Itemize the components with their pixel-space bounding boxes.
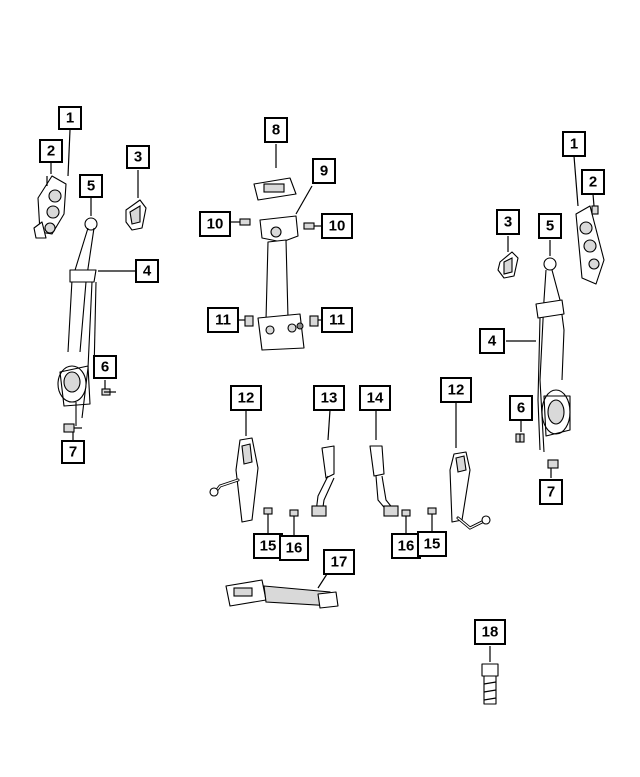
callout-14: 14: [359, 385, 391, 411]
svg-text:2: 2: [47, 143, 55, 160]
svg-text:6: 6: [101, 359, 109, 376]
right-bolt-icon: [515, 433, 525, 443]
right-anchor-bolt-icon: [547, 459, 559, 469]
svg-text:10: 10: [207, 216, 224, 233]
callout-10-right: 10: [321, 213, 353, 239]
buckle-12-left-icon: [209, 437, 259, 523]
callout-2-right: 2: [581, 169, 605, 195]
callout-15-left: 15: [253, 533, 283, 559]
svg-text:13: 13: [321, 390, 338, 407]
svg-text:17: 17: [331, 554, 348, 571]
svg-text:7: 7: [547, 484, 555, 501]
callout-13: 13: [313, 385, 345, 411]
svg-text:5: 5: [87, 178, 95, 195]
callout-3-left: 3: [126, 145, 150, 169]
right-retractor-belt-icon: [535, 257, 571, 453]
center-bezel-icon: [253, 177, 297, 201]
svg-text:8: 8: [272, 122, 280, 139]
bolt-11-right-icon: [309, 315, 322, 327]
callout-6-left: 6: [93, 355, 117, 379]
svg-text:2: 2: [589, 174, 597, 191]
buckle-14-icon: [369, 445, 399, 517]
svg-text:3: 3: [134, 149, 142, 166]
left-bracket-cover-icon: [125, 199, 147, 231]
left-height-adjuster-icon: [33, 175, 67, 239]
svg-text:11: 11: [215, 312, 231, 329]
callout-2-left: 2: [39, 139, 63, 163]
callout-4-left: 4: [135, 259, 159, 283]
svg-text:7: 7: [69, 444, 77, 461]
svg-text:10: 10: [329, 218, 346, 235]
bolt-11-left-icon: [238, 315, 254, 327]
bolt-15-right-icon: [427, 507, 437, 532]
center-anchor-icon: [257, 215, 305, 351]
callout-9: 9: [312, 158, 336, 184]
callout-17: 17: [323, 549, 355, 575]
bolt-10-left-icon: [230, 218, 251, 226]
callout-6-right: 6: [509, 395, 533, 421]
callout-11-left: 11: [207, 307, 239, 333]
callout-8: 8: [264, 117, 288, 143]
callout-18: 18: [474, 619, 506, 645]
svg-text:5: 5: [546, 218, 554, 235]
buckle-17-icon: [225, 579, 339, 609]
callout-12-right: 12: [440, 377, 472, 403]
svg-text:9: 9: [320, 163, 328, 180]
callout-12-left: 12: [230, 385, 262, 411]
svg-text:14: 14: [367, 390, 384, 407]
callout-1-left: 1: [58, 106, 82, 130]
callout-16-left: 16: [279, 535, 309, 561]
callout-11-right: 11: [321, 307, 353, 333]
buckle-12-right-icon: [449, 451, 491, 530]
callout-7-left: 7: [61, 440, 85, 464]
svg-text:4: 4: [488, 333, 497, 350]
left-bolt-icon: [101, 388, 116, 396]
callout-4-right: 4: [479, 328, 505, 354]
bolt-10-right-icon: [303, 222, 322, 230]
bolt-18-icon: [481, 663, 499, 705]
bolt-16-right-icon: [401, 509, 411, 534]
svg-text:6: 6: [517, 400, 525, 417]
callout-5-right: 5: [538, 213, 562, 239]
callout-16-right: 16: [391, 533, 421, 559]
buckle-13-icon: [311, 445, 335, 517]
svg-text:4: 4: [143, 263, 152, 280]
callout-1-right: 1: [562, 131, 586, 157]
svg-text:1: 1: [66, 110, 74, 127]
bolt-15-left-icon: [263, 507, 273, 534]
svg-text:1: 1: [570, 136, 578, 153]
svg-text:16: 16: [398, 538, 415, 555]
svg-text:3: 3: [504, 214, 512, 231]
left-retractor-belt-icon: [57, 217, 98, 426]
callout-15-right: 15: [417, 531, 447, 557]
callout-10-left: 10: [199, 211, 231, 237]
svg-text:18: 18: [482, 624, 499, 641]
callout-3-right: 3: [496, 209, 520, 235]
callout-7-right: 7: [539, 479, 563, 505]
svg-text:11: 11: [329, 312, 345, 329]
callout-5-left: 5: [79, 174, 103, 198]
bolt-16-left-icon: [289, 509, 299, 536]
svg-text:12: 12: [448, 382, 465, 399]
svg-text:15: 15: [260, 538, 277, 555]
left-anchor-bolt-icon: [63, 423, 82, 433]
svg-text:16: 16: [286, 540, 303, 557]
right-height-adjuster-icon: [575, 205, 605, 285]
right-bracket-cover-icon: [497, 251, 519, 279]
svg-text:12: 12: [238, 390, 255, 407]
svg-text:15: 15: [424, 536, 441, 553]
